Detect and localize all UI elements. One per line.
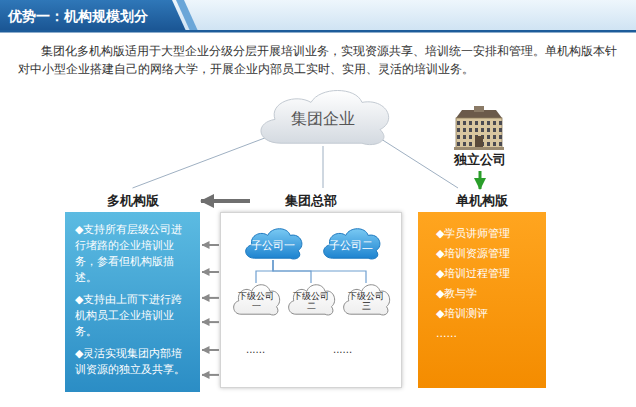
single-panel: 单机构版◆学员讲师管理◆培训资源管理◆培训过程管理◆教与学◆培训测评...... [418, 190, 546, 388]
header-title: 优势一：机构规模划分 [8, 7, 148, 25]
header-bar: 优势一：机构规模划分 [0, 0, 636, 33]
connector [202, 321, 219, 323]
connector [479, 171, 482, 189]
connector [201, 199, 250, 203]
connector [377, 136, 458, 188]
connector [133, 136, 270, 188]
connector [202, 349, 219, 351]
connector [202, 244, 219, 246]
connector [323, 146, 324, 188]
connector [202, 297, 219, 299]
node-label: 下级公司 二 [291, 287, 331, 312]
list-item: ◆培训资源管理 [436, 244, 540, 264]
subsidiary-cloud: 子公司二 [318, 224, 384, 262]
panel-heading: 单机构版 [418, 190, 546, 212]
list-item: ◆支持所有层级公司进行堵路的企业培训业务，参看但机构版描述。 [75, 222, 193, 286]
node-label: 下级公司 一 [236, 287, 276, 312]
list-item: ◆学员讲师管理 [436, 224, 540, 244]
list-item: ◆灵活实现集团内部培训资源的独立及共享。 [75, 346, 193, 378]
list-item: ◆培训过程管理 [436, 264, 540, 284]
multi-panel: 多机构版 ◆支持所有层级公司进行堵路的企业培训业务，参看但机构版描述。 ◆支持由上而… [65, 190, 200, 392]
hq-panel: 集团总部子公司一 子公司二下级公司 一下级公司 二下级公司 三 [220, 190, 402, 388]
branch-cloud: 下级公司 二 [284, 280, 338, 318]
panel-body: ◆支持所有层级公司进行堵路的企业培训业务，参看但机构版描述。 ◆支持由上而下进行跨… [65, 212, 200, 388]
branch-cloud: 下级公司 一 [229, 280, 283, 318]
panel-heading: 多机构版 [65, 190, 200, 212]
node-label: 子公司二 [329, 234, 373, 253]
panel-heading: 集团总部 [220, 190, 402, 212]
node-label: 独立公司 [440, 150, 520, 170]
ellipsis: ...... [246, 344, 280, 356]
connector [202, 271, 219, 273]
ellipsis: ...... [333, 344, 367, 356]
connector [256, 260, 273, 283]
node-label: 集团企业 [291, 103, 355, 130]
intro-paragraph: 集团化多机构版适用于大型企业分级分层开展培训业务，实现资源共享、培训统一安排和管… [18, 42, 620, 78]
list-item: ◆教与学 [436, 284, 540, 304]
list-item: ◆培训测评 [436, 304, 540, 324]
connector [273, 260, 366, 283]
company-label: 独立公司 [440, 150, 520, 170]
list-item: ◆支持由上而下进行跨机构员工企业培训业务。 [75, 292, 193, 340]
branch-cloud: 下级公司 三 [339, 280, 393, 318]
node-label: 下级公司 三 [346, 287, 386, 312]
group-cloud: 集团企业 [248, 82, 398, 150]
list-item: ...... [436, 324, 540, 344]
connector [202, 374, 219, 376]
subsidiary-cloud: 子公司一 [240, 224, 306, 262]
node-label: 子公司一 [251, 234, 295, 253]
panel-body: ◆学员讲师管理◆培训资源管理◆培训过程管理◆教与学◆培训测评...... [418, 212, 546, 348]
building-icon [452, 106, 506, 150]
